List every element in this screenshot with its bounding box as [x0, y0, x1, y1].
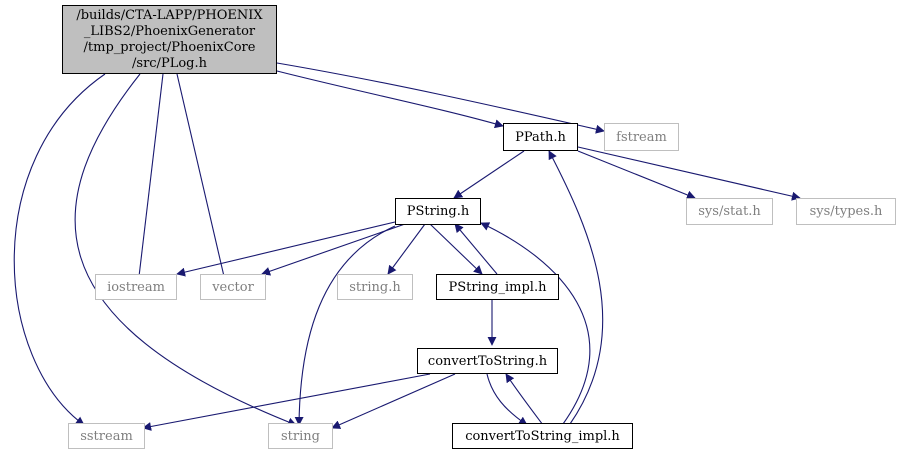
node-string-h: string.h [337, 274, 413, 300]
edge-plog-vector [176, 73, 229, 286]
root-line-1: /builds/CTA-LAPP/PHOENIX [76, 7, 263, 23]
edge-pstringimpl-pstring [454, 223, 498, 275]
edge-ppath-pstring [453, 150, 525, 199]
edge-converttostring-sstream [142, 373, 431, 431]
edge-plog-sstream [13, 73, 106, 426]
edge-plog-fstream [276, 62, 605, 134]
edge-ppath-systypes [577, 146, 801, 201]
node-sys-stat: sys/stat.h [686, 198, 773, 225]
node-converttostring-h[interactable]: convertToString.h [417, 348, 558, 374]
edge-converttostring-impl [486, 373, 528, 426]
edge-pstring-pstringimpl [429, 223, 483, 275]
edge-pstring-vector [261, 223, 406, 276]
node-pstring-h[interactable]: PString.h [395, 198, 481, 225]
node-converttostring-impl-h[interactable]: convertToString_impl.h [452, 423, 633, 449]
edge-pstring-iostream [176, 221, 396, 277]
edge-impl-converttostring [505, 373, 544, 426]
node-iostream: iostream [95, 274, 177, 300]
node-fstream: fstream [604, 123, 679, 151]
node-plog-h: /builds/CTA-LAPP/PHOENIX _LIBS2/PhoenixG… [62, 5, 277, 74]
edge-plog-ppath [276, 70, 504, 129]
edge-pstring-stringh [387, 223, 426, 275]
edge-plog-iostream [134, 73, 164, 286]
node-vector: vector [200, 274, 266, 300]
node-sstream: sstream [68, 423, 145, 449]
node-ppath-h[interactable]: PPath.h [503, 123, 578, 151]
edge-plog-string [74, 73, 297, 427]
edge-impl-ppath [548, 150, 604, 425]
node-string: string [268, 423, 333, 449]
root-line-4: /src/PLog.h [132, 55, 207, 71]
edge-pstring-string [294, 225, 396, 426]
edge-ppath-sysstat [577, 150, 696, 200]
edge-impl-pstring [480, 222, 591, 425]
edge-converttostring-string [331, 373, 456, 429]
root-line-2: _LIBS2/PhoenixGenerator [83, 23, 256, 39]
node-sys-types: sys/types.h [796, 198, 896, 225]
root-line-3: /tmp_project/PhoenixCore [83, 39, 256, 55]
node-pstring-impl-h[interactable]: PString_impl.h [436, 274, 559, 300]
